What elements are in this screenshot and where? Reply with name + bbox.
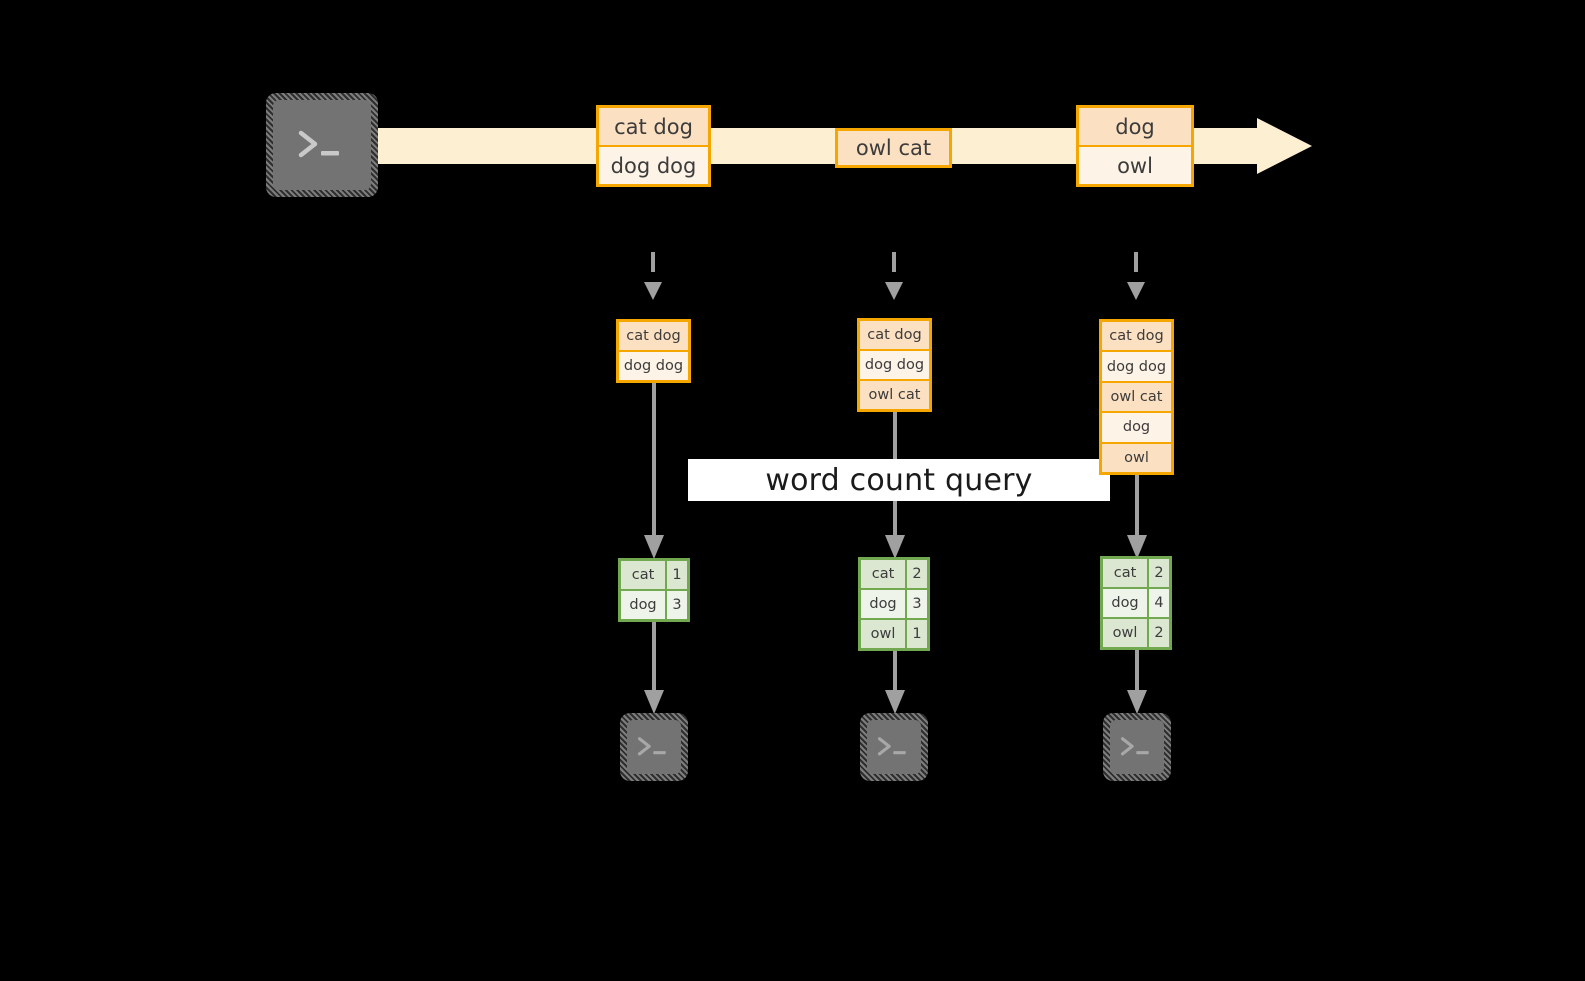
terminal-prompt-icon <box>877 737 906 756</box>
result-row: cat 2 <box>861 560 927 588</box>
terminal-prompt-icon <box>637 737 666 756</box>
query-banner: word count query <box>688 459 1110 501</box>
stream-to-snapshot-arrow-1 <box>644 252 662 300</box>
snapshot-row: dog dog <box>1102 350 1171 381</box>
result-to-sink-arrow-2 <box>885 651 905 714</box>
result-table-2[interactable]: cat 2 dog 3 owl 1 <box>858 557 930 651</box>
result-row: owl 2 <box>1103 617 1169 647</box>
stream-to-snapshot-arrow-2 <box>885 252 903 300</box>
snapshot-row: owl <box>1102 441 1171 473</box>
snapshot-row: dog dog <box>619 350 688 380</box>
snapshot-row: cat dog <box>1102 322 1171 351</box>
result-word-cell: dog <box>1103 589 1147 617</box>
result-count-cell: 2 <box>1147 559 1169 587</box>
result-row: owl 1 <box>861 618 927 648</box>
result-word-cell: cat <box>861 560 905 588</box>
snapshot-box-2[interactable]: cat dog dog dog owl cat <box>857 318 932 412</box>
result-count-cell: 3 <box>665 591 687 619</box>
stream-record-row: dog <box>1079 108 1191 145</box>
stream-record-row: dog dog <box>599 145 708 184</box>
sink-terminal-icon-2[interactable] <box>860 713 928 781</box>
result-word-cell: owl <box>1103 619 1147 647</box>
source-terminal-icon[interactable] <box>266 93 378 197</box>
terminal-screen <box>273 100 371 190</box>
terminal-prompt-icon <box>1120 737 1149 756</box>
stream-record-row: owl cat <box>838 131 949 165</box>
result-row: dog 4 <box>1103 587 1169 617</box>
stream-record-row: owl <box>1079 145 1191 184</box>
snapshot-row: cat dog <box>619 322 688 350</box>
result-to-sink-arrow-1 <box>644 622 664 714</box>
sink-terminal-icon-3[interactable] <box>1103 713 1171 781</box>
stream-to-snapshot-arrow-3 <box>1127 252 1145 300</box>
result-count-cell: 4 <box>1147 589 1169 617</box>
result-table-3[interactable]: cat 2 dog 4 owl 2 <box>1100 556 1172 650</box>
snapshot-box-1[interactable]: cat dog dog dog <box>616 319 691 383</box>
terminal-prompt-icon <box>298 130 339 158</box>
stream-record-box-2[interactable]: owl cat <box>835 128 952 168</box>
stream-record-box-1[interactable]: cat dog dog dog <box>596 105 711 187</box>
result-to-sink-arrow-3 <box>1127 650 1147 714</box>
snapshot-row: owl cat <box>860 379 929 409</box>
snapshot-to-result-arrow-3 <box>1127 475 1147 559</box>
result-count-cell: 3 <box>905 590 927 618</box>
snapshot-to-result-arrow-1 <box>644 383 664 559</box>
snapshot-box-3[interactable]: cat dog dog dog owl cat dog owl <box>1099 319 1174 475</box>
result-word-cell: cat <box>1103 559 1147 587</box>
stream-record-box-3[interactable]: dog owl <box>1076 105 1194 187</box>
result-count-cell: 2 <box>905 560 927 588</box>
snapshot-row: cat dog <box>860 321 929 349</box>
result-table-1[interactable]: cat 1 dog 3 <box>618 558 690 622</box>
sink-terminal-icon-1[interactable] <box>620 713 688 781</box>
result-count-cell: 1 <box>905 620 927 648</box>
terminal-screen <box>627 720 681 774</box>
query-banner-label: word count query <box>765 462 1033 498</box>
result-row: dog 3 <box>861 588 927 618</box>
snapshot-row: dog dog <box>860 349 929 379</box>
stream-record-row: cat dog <box>599 108 708 145</box>
result-row: cat 2 <box>1103 559 1169 587</box>
result-word-cell: dog <box>861 590 905 618</box>
terminal-screen <box>867 720 921 774</box>
result-count-cell: 2 <box>1147 619 1169 647</box>
result-count-cell: 1 <box>665 561 687 589</box>
result-row: dog 3 <box>621 589 687 619</box>
result-word-cell: owl <box>861 620 905 648</box>
terminal-screen <box>1110 720 1164 774</box>
snapshot-row: owl cat <box>1102 380 1171 412</box>
result-word-cell: cat <box>621 561 665 589</box>
snapshot-row: dog <box>1102 411 1171 442</box>
result-row: cat 1 <box>621 561 687 589</box>
result-word-cell: dog <box>621 591 665 619</box>
